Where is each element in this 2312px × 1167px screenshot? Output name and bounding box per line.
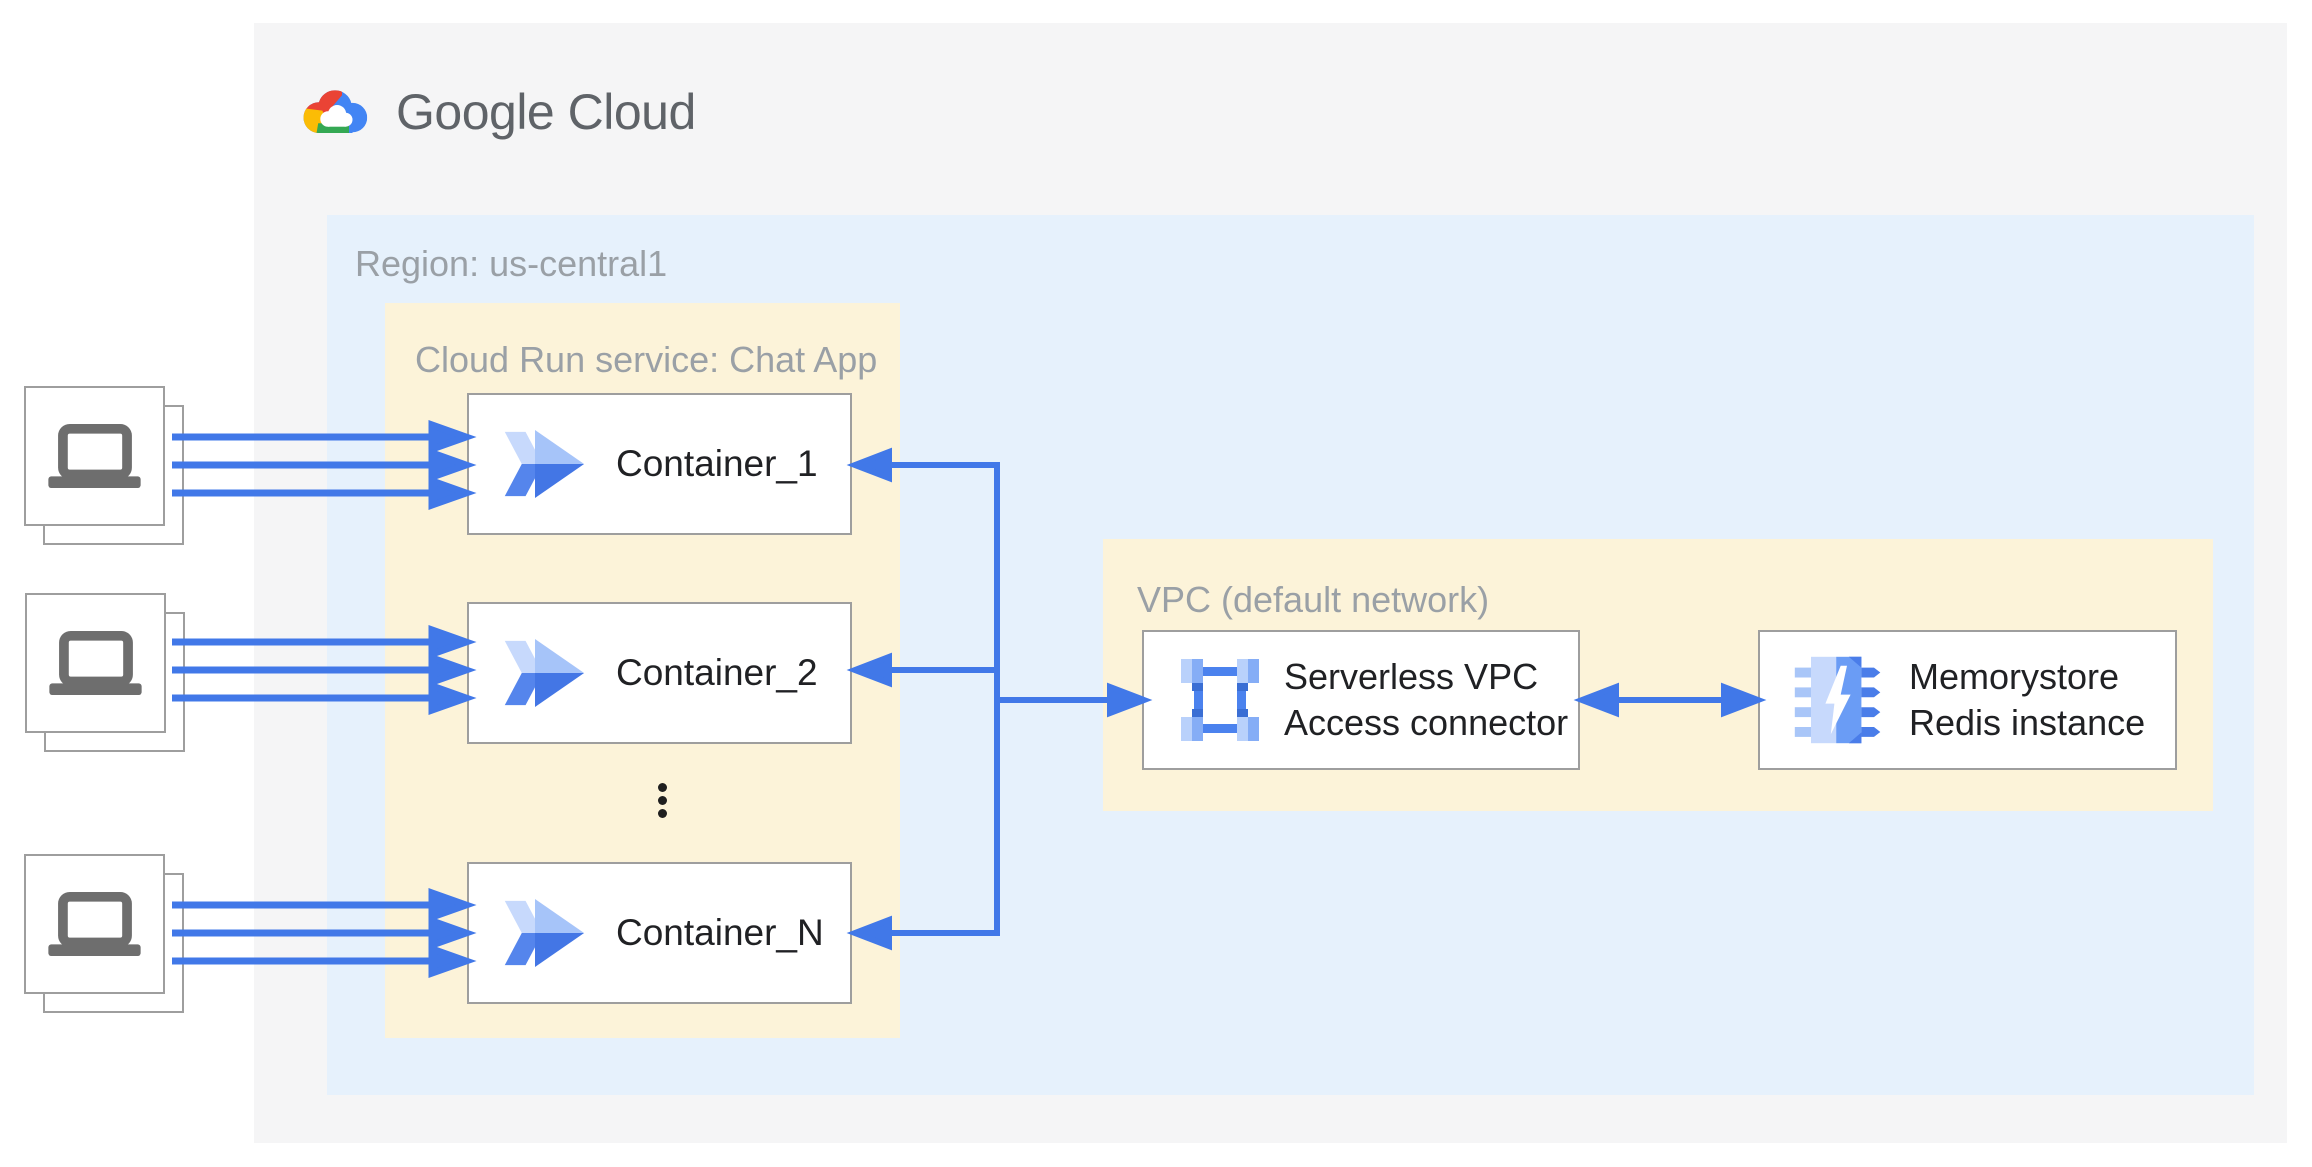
memorystore-node: Memorystore Redis instance [1758,630,2177,770]
cloud-run-icon [504,899,585,967]
client-3 [24,854,185,1014]
cloud-run-icon [504,430,585,498]
client-card-front [25,593,166,733]
memorystore-redis-icon [1794,656,1881,744]
container-1-node: Container_1 [467,393,852,535]
serverless-vpc-connector-node: Serverless VPC Access connector [1142,630,1580,770]
google-cloud-wordmark: Google Cloud [396,84,696,140]
laptop-icon [49,630,142,696]
container-label: Container_2 [616,652,818,693]
region-label: Region: us-central1 [355,243,668,284]
memorystore-label: Memorystore Redis instance [1909,656,2146,743]
cloud-run-service-label: Cloud Run service: Chat App [415,339,878,380]
container-label: Container_N [616,912,824,953]
client-1 [24,386,185,546]
google-cloud-icon [303,90,368,133]
vpc-box: VPC (default network) [1103,539,2213,811]
laptop-icon [48,891,141,957]
client-card-front [24,386,165,526]
vpc-label: VPC (default network) [1137,579,1490,620]
google-cloud-logo: Google Cloud [300,81,696,143]
container-label: Container_1 [616,443,818,484]
region-box: Region: us-central1 Cloud Run service: C… [327,215,2254,1095]
serverless-vpc-access-connector-icon [1181,659,1259,741]
client-2 [25,593,186,753]
cloud-run-icon [504,639,585,707]
container-2-node: Container_2 [467,602,852,744]
google-cloud-panel: Google Cloud Region: us-central1 Cloud R… [254,23,2287,1143]
client-card-front [24,854,165,994]
serverless-vpc-connector-label: Serverless VPC Access connector [1284,656,1569,743]
container-n-node: Container_N [467,862,852,1004]
cloud-run-service-box: Cloud Run service: Chat App Container_1 [385,303,900,1038]
vertical-ellipsis-icon [658,783,667,818]
laptop-icon [48,423,141,489]
